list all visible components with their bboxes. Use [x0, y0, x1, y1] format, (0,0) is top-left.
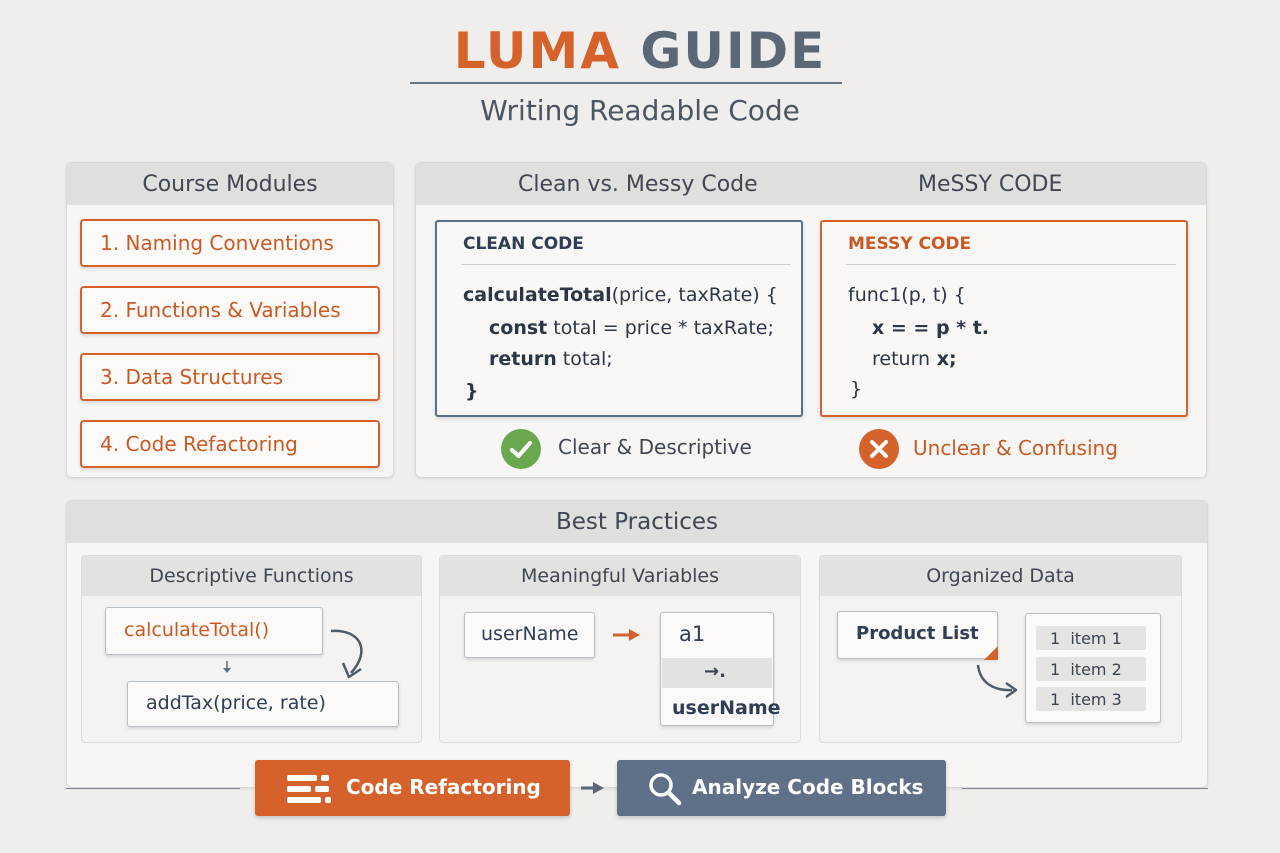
descriptive-functions-title: Descriptive Functions	[82, 556, 421, 596]
product-list-items: 1 item 1 1 item 2 1 item 3	[1025, 613, 1161, 723]
variable-stack: a1 →. userName	[660, 612, 781, 726]
comparison-header: Clean vs. Messy Code MeSSY CODE	[416, 163, 1206, 205]
renamed-variable: userName	[672, 697, 781, 719]
messy-code-box: MESSY CODE func1(p, t) { x = = p * t. re…	[820, 220, 1188, 417]
messy-code-line-2: x = = p * t.	[872, 317, 990, 339]
brand-part-guide: GUIDE	[640, 22, 827, 80]
curved-arrow-icon	[972, 663, 1022, 699]
messy-code-line-1: func1(p, t) {	[848, 284, 966, 306]
module-data-structures[interactable]: 3. Data Structures	[80, 353, 380, 401]
curved-arrow-icon	[327, 625, 375, 685]
product-list-chip: Product List	[837, 611, 998, 659]
best-practices-title: Best Practices	[67, 501, 1207, 543]
variable-stack-mid-row: →.	[662, 658, 772, 688]
clean-code-line-4: }	[465, 380, 479, 402]
messy-verdict: Unclear & Confusing	[913, 436, 1118, 460]
brand-title: LUMA GUIDE	[0, 22, 1280, 80]
clean-code-divider	[461, 264, 791, 265]
clean-code-label: CLEAN CODE	[463, 234, 584, 254]
search-icon	[647, 771, 683, 807]
bad-variable-name: a1	[679, 622, 706, 646]
bottom-rule-right	[962, 788, 1208, 789]
arrow-right-icon	[580, 780, 606, 796]
list-item: 1 item 3	[1036, 687, 1146, 711]
check-icon	[501, 429, 541, 469]
page-subtitle: Writing Readable Code	[480, 94, 800, 127]
course-modules-title: Course Modules	[67, 163, 393, 205]
code-refactoring-label: Code Refactoring	[346, 775, 541, 799]
clean-code-line-1: calculateTotal(price, taxRate) {	[463, 284, 778, 306]
brand-part-luma: LUMA	[453, 22, 621, 80]
arrow-right-icon	[612, 627, 642, 643]
good-variable-chip: userName	[464, 612, 595, 658]
clean-verdict: Clear & Descriptive	[558, 435, 752, 459]
header-divider	[410, 82, 842, 84]
arrow-down-icon	[220, 660, 234, 676]
clean-code-line-2: const total = price * taxRate;	[489, 317, 774, 339]
messy-code-heading: MeSSY CODE	[918, 172, 1063, 197]
calculate-total-chip: calculateTotal()	[105, 607, 323, 655]
list-item: 1 item 1	[1036, 626, 1146, 650]
bottom-rule-left	[66, 788, 240, 789]
module-code-refactoring[interactable]: 4. Code Refactoring	[80, 420, 380, 468]
clean-code-box: CLEAN CODE calculateTotal(price, taxRate…	[435, 220, 803, 417]
analyze-code-blocks-button[interactable]: Analyze Code Blocks	[617, 760, 946, 816]
variable-stack-mid-text: →.	[704, 661, 726, 682]
clean-code-line-3: return total;	[489, 348, 613, 370]
messy-code-line-4: }	[850, 378, 863, 400]
list-item: 1 item 2	[1036, 657, 1146, 681]
add-tax-chip: addTax(price, rate)	[127, 681, 399, 727]
messy-code-label: MESSY CODE	[848, 234, 972, 254]
module-functions-variables[interactable]: 2. Functions & Variables	[80, 286, 380, 334]
code-refactoring-button[interactable]: Code Refactoring	[255, 760, 570, 816]
messy-code-line-3: return x;	[872, 348, 957, 370]
messy-code-divider	[846, 264, 1176, 265]
close-icon	[859, 429, 899, 469]
meaningful-variables-title: Meaningful Variables	[440, 556, 800, 596]
analyze-code-blocks-label: Analyze Code Blocks	[692, 775, 924, 799]
corner-marker-icon	[984, 645, 998, 660]
comparison-title: Clean vs. Messy Code	[518, 172, 758, 197]
organized-data-title: Organized Data	[820, 556, 1181, 596]
module-naming-conventions[interactable]: 1. Naming Conventions	[80, 219, 380, 267]
stack-icon	[287, 774, 333, 804]
